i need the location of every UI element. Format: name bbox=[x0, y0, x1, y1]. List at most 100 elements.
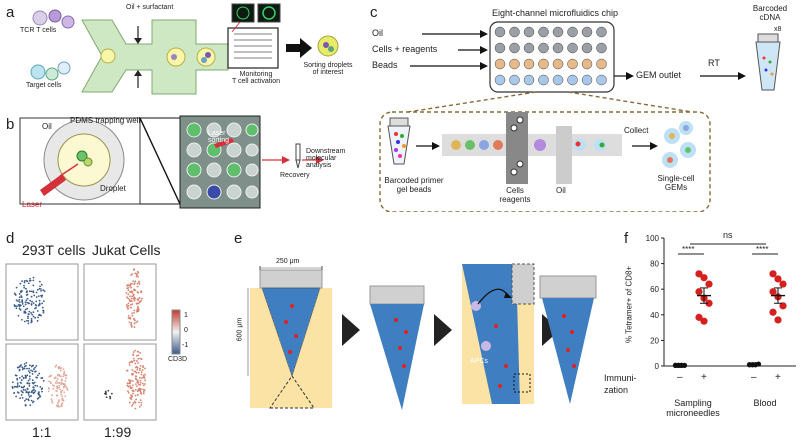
umap-dot bbox=[54, 365, 57, 368]
umap-dot bbox=[31, 381, 34, 384]
umap-dot bbox=[23, 367, 26, 370]
umap-dot bbox=[34, 307, 36, 310]
umap-dot bbox=[23, 365, 26, 368]
cbar-label: CD3D bbox=[168, 356, 188, 363]
monitoring-label: Monitoring T cell activation bbox=[231, 71, 281, 85]
panel-letter-c: c bbox=[370, 4, 378, 21]
umap-dot bbox=[21, 391, 24, 393]
umap-dot bbox=[30, 319, 33, 322]
data-point bbox=[705, 280, 713, 288]
umap-dot bbox=[140, 373, 143, 376]
umap-dot bbox=[17, 300, 19, 303]
umap-dot bbox=[23, 385, 26, 388]
umap-dot bbox=[55, 364, 58, 367]
data-point bbox=[769, 288, 777, 296]
umap-dot bbox=[13, 292, 16, 295]
umap-dot bbox=[23, 280, 26, 282]
umap-dot bbox=[139, 301, 141, 304]
umap-dot bbox=[140, 358, 143, 361]
umap-dot bbox=[130, 290, 133, 293]
umap-dot bbox=[42, 289, 45, 291]
x8-label: x8 bbox=[774, 26, 782, 33]
x-sign-4: + bbox=[775, 372, 781, 383]
umap-dot bbox=[18, 376, 21, 379]
umap-dot bbox=[132, 392, 134, 395]
umap-dot bbox=[136, 365, 138, 368]
umap-dot bbox=[29, 277, 31, 280]
chip-title: Eight-channel microfluidics chip bbox=[491, 8, 619, 18]
umap-dot bbox=[140, 401, 143, 404]
umap-dot bbox=[41, 377, 44, 379]
umap-dot bbox=[26, 280, 29, 283]
umap-dot bbox=[18, 307, 21, 310]
col-jukat-label: Jukat Cells bbox=[92, 242, 161, 258]
chip-well bbox=[596, 58, 607, 70]
umap-dot bbox=[139, 352, 142, 354]
umap-dot bbox=[136, 309, 139, 312]
panel-b: b bbox=[0, 112, 350, 212]
umap-dot bbox=[136, 350, 139, 353]
umap-dot bbox=[139, 367, 141, 370]
laser-sorting-label: Laser sorting bbox=[208, 130, 230, 144]
umap-dot bbox=[136, 270, 139, 273]
umap-dot bbox=[128, 364, 131, 366]
umap-dot bbox=[27, 370, 30, 372]
umap-dot bbox=[144, 383, 146, 385]
umap-dot bbox=[134, 407, 137, 410]
umap-dot bbox=[107, 389, 110, 392]
umap-dot bbox=[62, 368, 65, 371]
umap-dot bbox=[60, 367, 62, 370]
chip-well bbox=[567, 58, 578, 70]
y-tick-label: 0 bbox=[655, 362, 660, 371]
chip-well bbox=[538, 58, 549, 70]
chip-well bbox=[552, 26, 564, 38]
umap-dot bbox=[47, 387, 50, 389]
umap-dot bbox=[27, 315, 29, 318]
chip-well bbox=[552, 42, 564, 54]
umap-dot bbox=[127, 385, 130, 388]
umap-dot bbox=[24, 303, 27, 306]
umap-dot bbox=[125, 292, 128, 294]
oil-label-c: Oil bbox=[556, 186, 566, 195]
barcoded-cdna-label: Barcoded cDNA bbox=[752, 4, 788, 22]
cbar-tick-top: 1 bbox=[184, 312, 188, 319]
umap-dot bbox=[58, 365, 61, 368]
umap-dot bbox=[20, 290, 23, 293]
umap-dot bbox=[20, 364, 23, 366]
sorting-label: Sorting droplets of interest bbox=[303, 62, 353, 76]
umap-dot bbox=[57, 404, 60, 407]
umap-dot bbox=[21, 302, 24, 305]
data-point bbox=[700, 317, 708, 325]
umap-dot bbox=[133, 326, 136, 329]
umap-dot bbox=[25, 391, 28, 394]
umap-dot bbox=[20, 386, 23, 389]
umap-dot bbox=[65, 385, 68, 388]
umap-dot bbox=[130, 306, 132, 309]
umap-dot bbox=[134, 289, 137, 292]
umap-dot bbox=[142, 390, 145, 393]
umap-dot bbox=[135, 360, 138, 362]
umap-dot bbox=[131, 360, 134, 363]
umap-dot bbox=[32, 386, 35, 389]
umap-dot bbox=[133, 359, 136, 362]
umap-dot bbox=[129, 300, 131, 303]
umap-dot bbox=[41, 390, 43, 393]
umap-dot bbox=[126, 382, 129, 385]
umap-dot bbox=[133, 283, 136, 286]
umap-dot bbox=[56, 385, 58, 388]
cbar-tick-mid: 0 bbox=[184, 327, 188, 334]
umap-dot bbox=[133, 311, 135, 314]
sig-label-1: **** bbox=[682, 245, 695, 254]
umap-dot bbox=[56, 402, 59, 404]
umap-dot bbox=[30, 369, 32, 372]
umap-dot bbox=[30, 391, 33, 394]
umap-dot bbox=[58, 374, 61, 376]
umap-dot bbox=[61, 382, 64, 385]
umap-dot bbox=[38, 302, 41, 305]
y-axis-label: % Tetramer+ of CD8+ bbox=[624, 265, 634, 344]
panel-letter-f: f bbox=[624, 230, 629, 247]
umap-dot bbox=[19, 397, 21, 400]
umap-dot bbox=[30, 395, 32, 397]
umap-dot bbox=[129, 290, 131, 293]
umap-dot bbox=[54, 376, 57, 379]
